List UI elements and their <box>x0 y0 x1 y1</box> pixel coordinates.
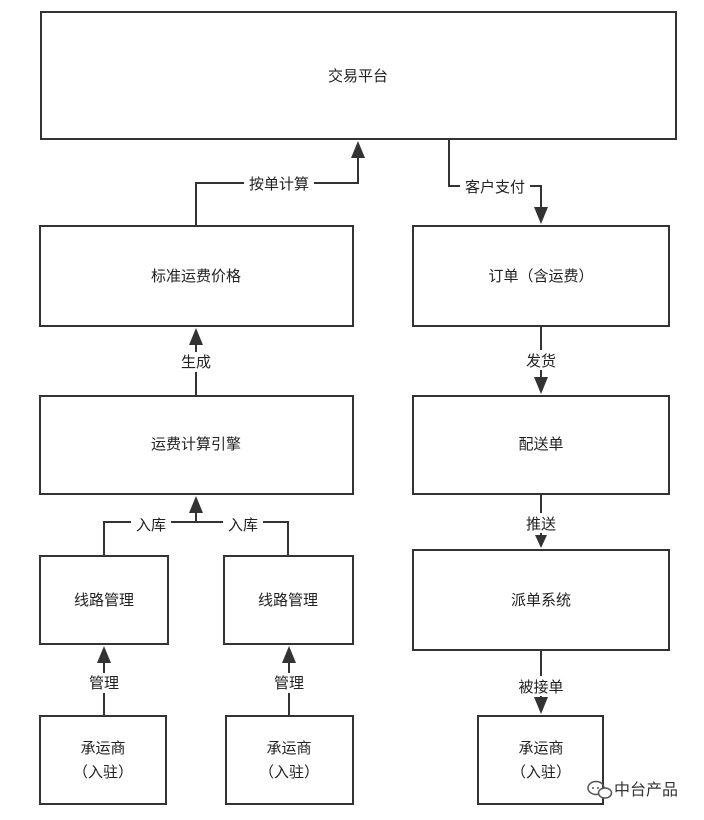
edge-order-accepted: 被接单 <box>514 650 568 714</box>
edge-store-in-label-1: 入库 <box>136 516 166 534</box>
node-route-mgmt-1-label: 线路管理 <box>74 591 134 609</box>
arrow-down-icon <box>534 377 548 394</box>
arrow-up-icon <box>97 646 111 663</box>
watermark-text: 中台产品 <box>614 780 678 799</box>
node-carrier-2-label-1: 承运商 <box>266 739 311 757</box>
edge-push-label: 推送 <box>526 515 556 533</box>
node-freight-engine: 运费计算引擎 <box>39 395 354 495</box>
edge-push: 推送 <box>521 494 561 548</box>
edge-customer-payment-label: 客户支付 <box>465 178 525 196</box>
node-carrier-2-label-2: （入驻） <box>259 763 319 781</box>
node-dispatch-system-label: 派单系统 <box>511 591 571 609</box>
edge-order-accepted-label: 被接单 <box>518 678 563 696</box>
node-carrier-1-label-1: 承运商 <box>80 739 125 757</box>
edge-by-order-calc-label: 按单计算 <box>249 175 309 193</box>
node-carrier-2: 承运商 （入驻） <box>225 715 354 805</box>
edge-manage-2-label: 管理 <box>274 674 304 692</box>
chat-bubbles-icon <box>587 780 613 799</box>
edge-ship-label: 发货 <box>526 352 556 370</box>
arrow-up-icon <box>282 646 296 663</box>
watermark: 中台产品 <box>587 780 678 799</box>
node-trading-platform-label: 交易平台 <box>328 67 388 85</box>
node-carrier-1-label-2: （入驻） <box>73 763 133 781</box>
edge-generate-label: 生成 <box>181 353 211 371</box>
node-standard-freight-price: 标准运费价格 <box>39 225 354 327</box>
node-order-label: 订单（含运费） <box>488 267 593 285</box>
node-carrier-3: 承运商 （入驻） <box>477 715 604 805</box>
edge-manage-1-label: 管理 <box>89 674 119 692</box>
node-dispatch-system: 派单系统 <box>412 549 670 651</box>
arrow-up-icon <box>189 328 203 345</box>
edge-manage-1: 管理 <box>84 646 124 716</box>
node-carrier-3-label-1: 承运商 <box>518 739 563 757</box>
node-route-mgmt-2-label: 线路管理 <box>258 591 318 609</box>
edge-store-in: 入库 入库 <box>103 496 289 556</box>
node-carrier-3-label-2: （入驻） <box>511 763 571 781</box>
edge-manage-2: 管理 <box>269 646 309 716</box>
node-delivery-note: 配送单 <box>412 395 670 495</box>
node-standard-freight-price-label: 标准运费价格 <box>151 267 241 285</box>
arrow-down-icon <box>535 535 547 548</box>
edge-customer-payment: 客户支付 <box>448 139 548 224</box>
node-route-mgmt-1: 线路管理 <box>39 555 169 645</box>
edge-ship: 发货 <box>521 326 561 394</box>
node-route-mgmt-2: 线路管理 <box>223 555 354 645</box>
node-order: 订单（含运费） <box>412 225 670 327</box>
edge-by-order-calc: 按单计算 <box>195 141 365 226</box>
node-carrier-1: 承运商 （入驻） <box>39 715 167 805</box>
node-delivery-note-label: 配送单 <box>518 435 563 453</box>
edge-store-in-label-2: 入库 <box>228 516 258 534</box>
arrow-up-icon <box>351 141 365 158</box>
arrow-up-icon <box>189 496 203 513</box>
arrow-down-icon <box>534 697 548 714</box>
arrow-down-icon <box>534 207 548 224</box>
node-trading-platform: 交易平台 <box>40 11 677 140</box>
node-freight-engine-label: 运费计算引擎 <box>151 435 241 453</box>
edge-generate: 生成 <box>176 328 216 396</box>
